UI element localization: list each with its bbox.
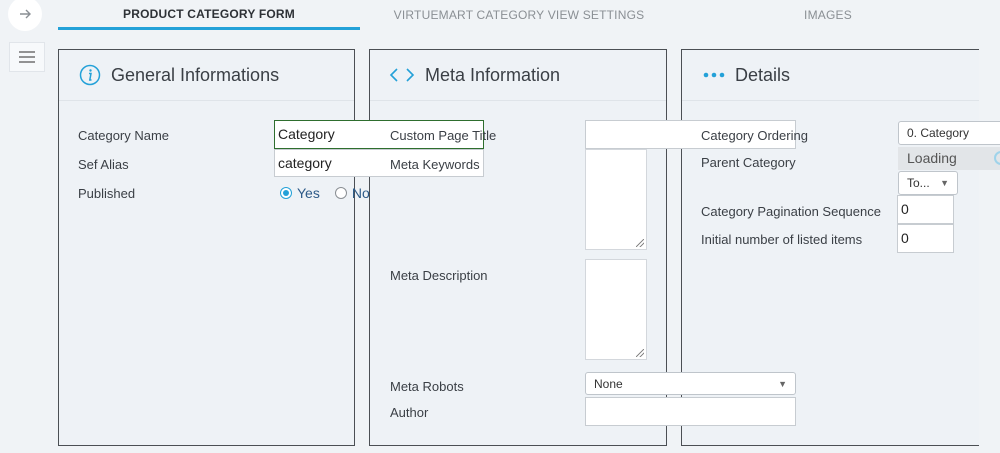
resize-handle[interactable] (636, 349, 644, 357)
published-no-radio[interactable] (334, 187, 347, 199)
back-button[interactable] (8, 0, 42, 31)
parent-category-label: Parent Category (701, 155, 796, 170)
code-brackets-icon (389, 68, 415, 82)
author-label: Author (390, 405, 429, 420)
category-ordering-value: 0. Category (907, 126, 970, 140)
menu-toggle-button[interactable] (9, 42, 45, 72)
published-radio-group: Yes No (280, 185, 370, 201)
panel-header: Details (682, 50, 979, 101)
meta-keywords-textarea[interactable] (585, 149, 647, 250)
meta-description-textarea[interactable] (585, 259, 647, 360)
parent-category-select[interactable]: To... ▼ (898, 171, 958, 195)
panel-header: Meta Information (370, 50, 666, 101)
panel-title: General Informations (111, 64, 280, 85)
caret-down-icon: ▼ (778, 378, 787, 389)
loading-text: Loading (907, 150, 957, 166)
spinner-icon (994, 151, 1000, 165)
meta-robots-select[interactable]: None ▼ (585, 372, 796, 395)
hamburger-icon (19, 51, 35, 63)
initial-items-input[interactable]: 0 (897, 224, 954, 253)
category-pagination-input[interactable]: 0 (897, 195, 954, 224)
published-no-label: No (351, 185, 370, 201)
category-ordering-select[interactable]: 0. Category (898, 121, 1000, 145)
parent-category-loading: Loading (898, 147, 1000, 170)
meta-robots-label: Meta Robots (390, 379, 464, 394)
arrow-right-icon (20, 9, 31, 19)
sef-alias-input[interactable]: category (274, 149, 484, 177)
category-ordering-label: Category Ordering (701, 128, 808, 143)
meta-description-label: Meta Description (390, 268, 488, 283)
panel-header: General Informations (59, 50, 354, 101)
category-name-label: Category Name (78, 128, 170, 143)
tab-virtuemart-category-view-settings[interactable]: VIRTUEMART CATEGORY VIEW SETTINGS (393, 8, 645, 22)
panel-title: Meta Information (425, 64, 561, 85)
more-dots-icon (703, 72, 725, 78)
resize-handle[interactable] (636, 239, 644, 247)
custom-page-title-label: Custom Page Title (390, 128, 497, 143)
category-pagination-label: Category Pagination Sequence (701, 204, 881, 219)
parent-category-select-value: To... (907, 176, 930, 190)
panel-title: Details (735, 64, 791, 85)
sef-alias-label: Sef Alias (78, 157, 129, 172)
author-input[interactable] (585, 397, 796, 426)
custom-page-title-input[interactable] (585, 120, 796, 149)
tab-product-category-form[interactable]: PRODUCT CATEGORY FORM (58, 0, 360, 30)
published-yes-label: Yes (297, 185, 320, 201)
info-icon (79, 64, 101, 86)
meta-robots-value: None (594, 376, 623, 391)
published-label: Published (78, 186, 136, 201)
caret-down-icon: ▼ (940, 178, 949, 188)
category-name-input[interactable]: Category (274, 120, 484, 149)
tab-images[interactable]: IMAGES (804, 8, 852, 22)
general-informations-panel: General Informations (58, 49, 355, 446)
published-yes-radio[interactable] (280, 187, 292, 199)
meta-keywords-label: Meta Keywords (390, 157, 480, 172)
initial-items-label: Initial number of listed items (701, 232, 863, 247)
